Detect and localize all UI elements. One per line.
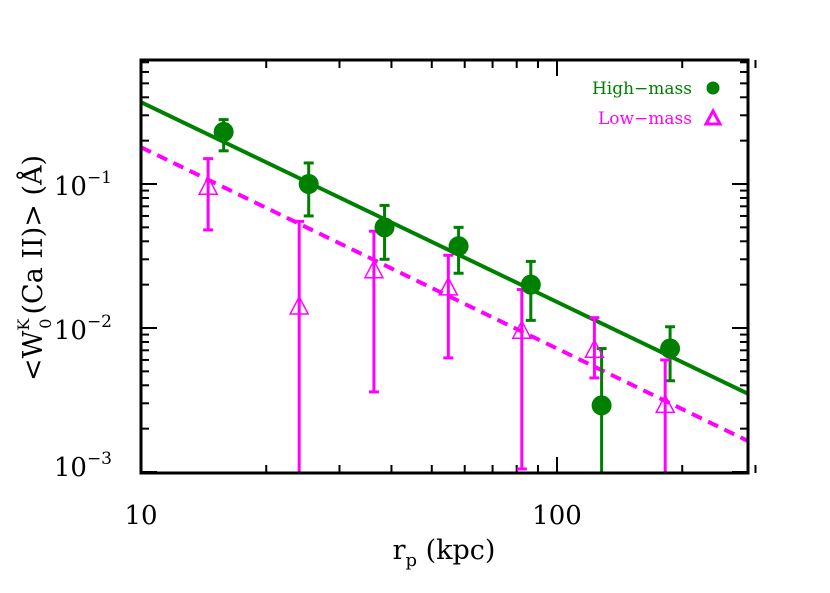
x-axis-title: rp (kpc) xyxy=(393,535,496,571)
point-low-mass xyxy=(584,338,605,359)
legend-label-low-mass: Low−mass xyxy=(598,109,692,129)
point-high-mass xyxy=(374,217,395,238)
x-tick-label-100: 100 xyxy=(532,501,582,531)
fit-lines xyxy=(141,100,748,444)
legend-label-high-mass: High−mass xyxy=(592,79,692,99)
point-low-mass xyxy=(654,393,676,414)
point-low-mass xyxy=(511,319,533,339)
point-low-mass xyxy=(288,295,310,315)
point-low-mass xyxy=(197,175,219,195)
point-high-mass xyxy=(298,174,319,194)
point-high-mass xyxy=(660,338,681,359)
fit-line-low-mass xyxy=(141,145,748,444)
legend: High−mass Low−mass xyxy=(592,79,723,129)
x-tick-label-10: 10 xyxy=(124,501,157,531)
point-low-mass xyxy=(438,276,459,296)
legend-marker-high-mass xyxy=(706,81,720,95)
error-bars xyxy=(203,118,676,472)
point-high-mass xyxy=(448,236,469,257)
legend-marker-low-mass xyxy=(703,107,723,126)
y-tick-label-1e-2: 10−2 xyxy=(54,312,112,346)
y-tick-label-1e-3: 10−3 xyxy=(54,449,112,483)
point-high-mass xyxy=(520,274,541,295)
data-points xyxy=(197,121,681,416)
point-high-mass xyxy=(213,121,234,142)
plot-frame xyxy=(139,58,750,475)
fit-line-high-mass xyxy=(141,100,748,396)
y-tick-label-1e-1: 10−1 xyxy=(54,168,112,202)
point-high-mass xyxy=(591,395,612,416)
point-low-mass xyxy=(363,259,385,279)
